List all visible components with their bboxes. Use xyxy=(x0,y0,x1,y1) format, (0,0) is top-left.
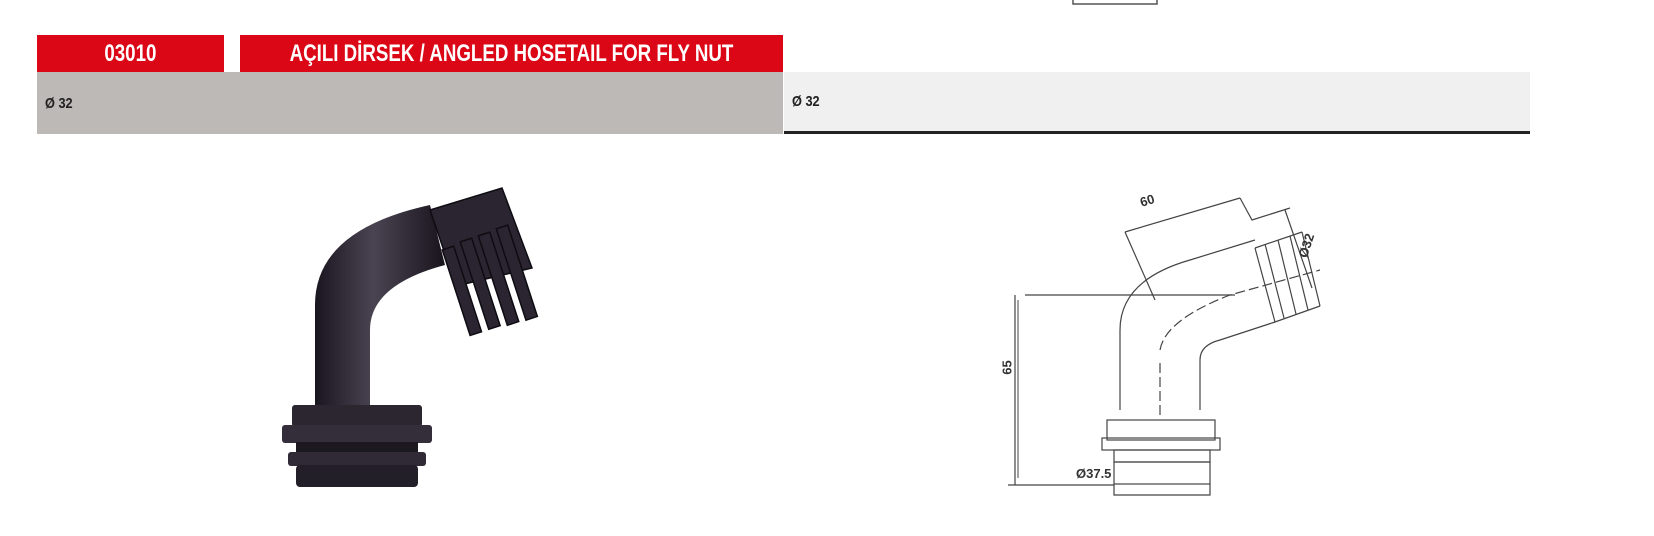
dim-height-label: 65 xyxy=(999,360,1015,375)
dim-base-diameter-label: Ø37.5 xyxy=(1076,466,1112,481)
spec-row-left: Ø 32 xyxy=(37,72,783,134)
product-code: 03010 xyxy=(37,35,224,72)
spec-right-text: Ø 32 xyxy=(792,93,820,110)
spec-left-text: Ø 32 xyxy=(45,94,73,112)
product-photo xyxy=(282,187,539,487)
product-code-text: 03010 xyxy=(104,39,157,67)
spec-row-right: Ø 32 xyxy=(784,72,1530,134)
previous-drawing-fragment xyxy=(1072,0,1158,5)
product-title: AÇILI DİRSEK / ANGLED HOSETAIL FOR FLY N… xyxy=(240,35,783,72)
technical-drawing xyxy=(1008,197,1321,496)
product-title-text: AÇILI DİRSEK / ANGLED HOSETAIL FOR FLY N… xyxy=(289,39,734,67)
